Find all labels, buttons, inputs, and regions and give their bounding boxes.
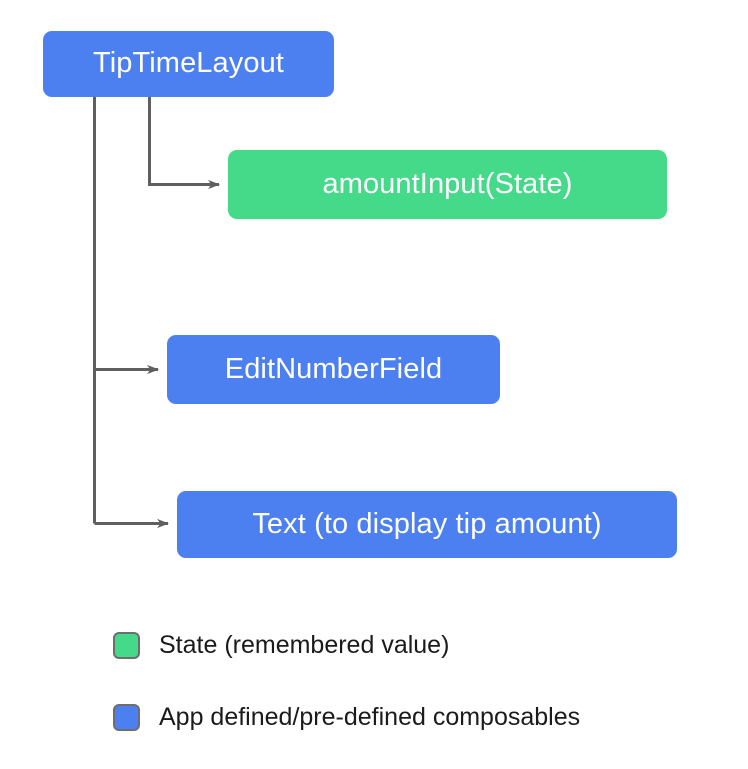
node-text-tip-amount-label: Text (to display tip amount) bbox=[252, 507, 602, 540]
node-amountinput-state[interactable]: amountInput(State) bbox=[228, 150, 667, 219]
node-tiptimelayout-label: TipTimeLayout bbox=[93, 47, 284, 80]
node-text-tip-amount[interactable]: Text (to display tip amount) bbox=[177, 491, 677, 558]
legend-item-composables-label: App defined/pre-defined composables bbox=[159, 702, 581, 731]
node-editnumberfield[interactable]: EditNumberField bbox=[167, 335, 500, 404]
legend: State (remembered value) App defined/pre… bbox=[113, 621, 673, 741]
legend-item-composables: App defined/pre-defined composables bbox=[113, 693, 673, 741]
edge-tiptimelayout-to-amountinput bbox=[148, 97, 220, 190]
node-amountinput-state-label: amountInput(State) bbox=[322, 167, 573, 200]
legend-item-state: State (remembered value) bbox=[113, 621, 673, 669]
legend-swatch-composable-icon bbox=[113, 703, 140, 731]
node-tiptimelayout[interactable]: TipTimeLayout bbox=[43, 31, 334, 97]
legend-swatch-state-icon bbox=[113, 631, 140, 659]
node-editnumberfield-label: EditNumberField bbox=[224, 352, 443, 385]
legend-item-state-label: State (remembered value) bbox=[159, 630, 450, 659]
